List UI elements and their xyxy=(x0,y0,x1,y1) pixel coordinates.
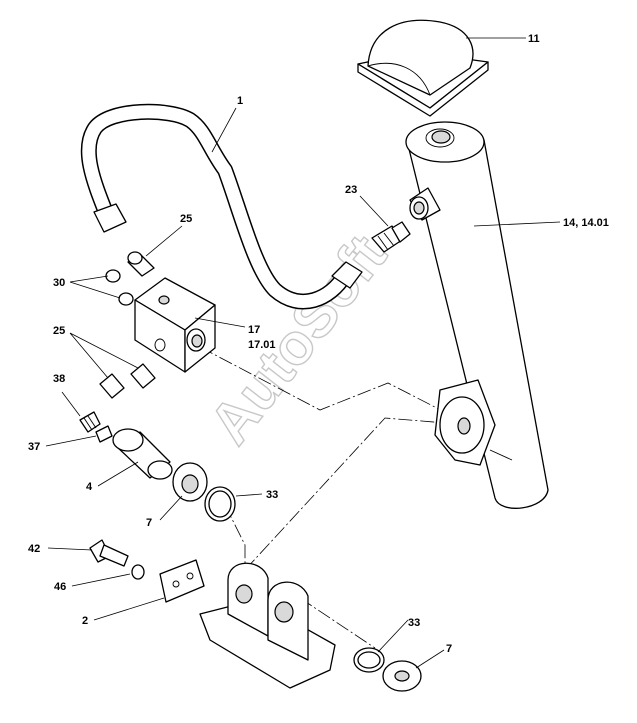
mounting-bracket xyxy=(199,562,336,689)
callout-42: 42 xyxy=(28,543,40,555)
callout-7-lower: 7 xyxy=(446,643,452,655)
pipe-part-1 xyxy=(80,103,363,310)
washer-part-7-upper xyxy=(172,462,208,502)
callout-1: 1 xyxy=(237,95,243,107)
valve-part-37 xyxy=(95,425,113,443)
callout-2: 2 xyxy=(82,615,88,627)
callout-14-14-01: 14, 14.01 xyxy=(563,217,609,229)
callout-46: 46 xyxy=(54,581,66,593)
cap-part-11 xyxy=(357,19,489,117)
nipple-part-38 xyxy=(79,411,101,433)
o-ring-part-33-upper xyxy=(204,486,236,522)
leader-lines xyxy=(45,37,561,669)
plugs-part-30 xyxy=(105,269,134,306)
watermark: AutoSoft xyxy=(197,223,399,456)
callout-33-lower: 33 xyxy=(408,617,420,629)
assembly-centerlines xyxy=(199,346,471,649)
callout-7-upper: 7 xyxy=(146,517,152,529)
callout-17: 17 xyxy=(248,324,260,336)
washer-part-46 xyxy=(131,564,145,580)
callout-4: 4 xyxy=(86,481,93,493)
callout-30: 30 xyxy=(53,277,65,289)
callout-17-01: 17.01 xyxy=(248,339,276,351)
callout-11: 11 xyxy=(528,33,540,45)
callout-25-lower: 25 xyxy=(53,325,65,337)
plate-part-2 xyxy=(159,559,205,603)
callout-38: 38 xyxy=(53,373,65,385)
callout-25-upper: 25 xyxy=(180,213,192,225)
callout-33-upper: 33 xyxy=(266,489,278,501)
bolt-part-4 xyxy=(112,428,173,480)
bolt-part-42 xyxy=(89,539,129,567)
callout-37: 37 xyxy=(28,441,40,453)
plugs-part-25-lower xyxy=(99,363,156,399)
callout-labels: 1 11 23 14, 14.01 25 30 17 17.01 25 38 3… xyxy=(28,33,609,655)
washer-part-7-lower xyxy=(382,660,422,692)
callout-23: 23 xyxy=(345,184,357,196)
cylinder-part-14 xyxy=(405,121,549,509)
valve-block-part-17 xyxy=(134,277,216,373)
fitting-part-23 xyxy=(371,221,411,253)
plug-part-25-upper xyxy=(127,251,155,277)
o-ring-part-33-lower xyxy=(353,647,385,673)
